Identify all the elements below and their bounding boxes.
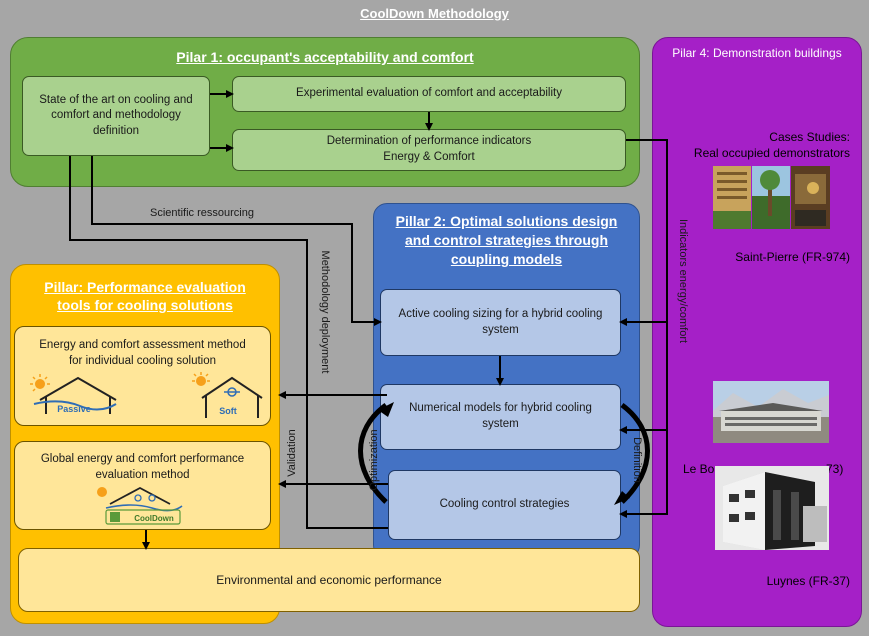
experimental-evaluation-label: Experimental evaluation of comfort and a… xyxy=(296,87,562,100)
pillar2-title-line3: coupling models xyxy=(450,251,563,267)
environment-box xyxy=(18,548,640,612)
passive-label: Passive xyxy=(57,404,91,414)
cooling-control-box: Cooling control strategies xyxy=(388,470,621,540)
site-luynes: Luynes (FR-37) xyxy=(766,574,850,588)
scientific-ressourcing-label: Scientific ressourcing xyxy=(150,207,254,219)
pillar1-title: Pilar 1: occupant's acceptability and co… xyxy=(176,49,474,65)
validation-label: Validation xyxy=(286,429,298,477)
site-le-bourget-end: 73) xyxy=(826,462,844,476)
le-bourget-photo xyxy=(713,381,829,443)
cooling-control-label: Cooling control strategies xyxy=(439,498,570,511)
optimization-label: Optimization xyxy=(368,429,380,491)
active-cooling-box: Active cooling sizing for a hybrid cooli… xyxy=(380,289,621,356)
active-cooling-label: Active cooling sizing for a hybrid cooli… xyxy=(398,307,603,336)
cases-studies-line1: Cases Studies: xyxy=(769,130,850,144)
soft-label: Soft xyxy=(219,406,237,416)
cases-studies-line2: Real occupied demonstrators xyxy=(693,146,850,160)
performance-indicators-line2: Energy & Comfort xyxy=(383,151,475,163)
pillar3-title-line2: tools for cooling solutions xyxy=(57,297,233,313)
methodology-deployment-label: Methodology deployment xyxy=(319,250,331,374)
cooldown-logo-text: CoolDown xyxy=(134,514,174,523)
site-saint-pierre: Saint-Pierre (FR-974) xyxy=(735,250,850,264)
numerical-models-label: Numerical models for hybrid cooling syst… xyxy=(409,402,592,430)
indicators-energy-comfort-label: Indicators energy/comfort xyxy=(677,218,689,344)
pillar4-title: Pilar 4: Demonstration buildings xyxy=(672,46,842,60)
experimental-evaluation-box: Experimental evaluation of comfort and a… xyxy=(232,76,626,112)
numerical-models-box: Numerical models for hybrid cooling syst… xyxy=(380,384,621,450)
global-evaluation-line1: Global energy and comfort performance xyxy=(40,453,245,465)
environment-label: Environmental and economic performance xyxy=(216,573,442,587)
diagram-title: CoolDown Methodology xyxy=(360,6,509,21)
site-le-bourget-start: Le Bo xyxy=(683,462,715,476)
saint-pierre-photo xyxy=(713,166,830,229)
assessment-method-line2: for individual cooling solution xyxy=(68,355,217,367)
definition-label: Definition xyxy=(631,437,643,483)
assessment-method-line1: Energy and comfort assessment method xyxy=(39,339,246,351)
state-of-art-box: State of the art on cooling and comfort … xyxy=(22,76,210,156)
pillar2-title-line1: Pillar 2: Optimal solutions design xyxy=(395,213,618,229)
state-of-art-label: State of the art on cooling and comfort … xyxy=(39,93,193,137)
pillar3-title-line1: Pillar: Performance evaluation xyxy=(44,279,246,295)
luynes-photo xyxy=(715,466,829,550)
global-evaluation-line2: evaluation method xyxy=(95,469,190,481)
pillar2-title-line2: and control strategies through xyxy=(404,232,608,248)
performance-indicators-line1: Determination of performance indicators xyxy=(326,135,532,148)
performance-indicators-box: Determination of performance indicators … xyxy=(232,129,626,171)
